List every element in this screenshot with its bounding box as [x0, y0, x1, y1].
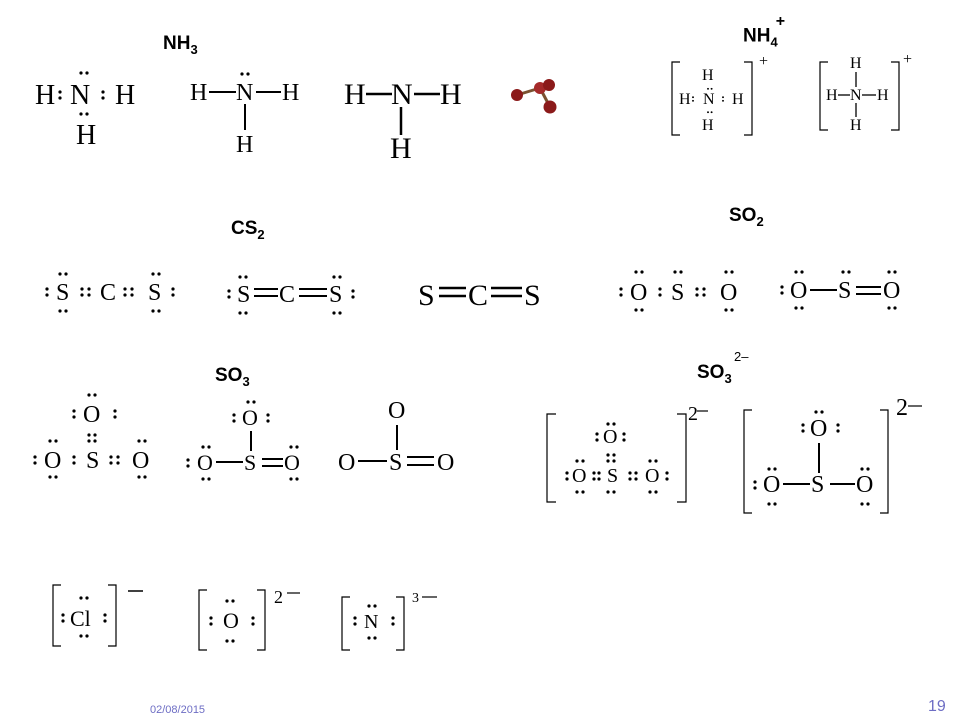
svg-text:+: + [759, 53, 768, 70]
label-nh3: NH3 [163, 33, 198, 57]
svg-text:O: O [284, 450, 300, 475]
svg-text:O: O [810, 416, 827, 442]
svg-text:3: 3 [412, 591, 419, 606]
svg-text:+: + [903, 51, 912, 68]
svg-text:Cl: Cl [70, 606, 91, 631]
nh4-line-structure: + H H N H H [819, 51, 912, 134]
so2-dot-structure: O S O [619, 270, 737, 312]
so3-line-structure: O O S O [338, 398, 454, 476]
svg-text:S: S [607, 465, 618, 487]
nh3-dot-structure: H N H H [35, 71, 135, 151]
atom-n: N [236, 80, 253, 106]
so3-dot-structure: O O S O [33, 393, 149, 479]
label-nh4: NH4+ [743, 13, 786, 50]
svg-text:H: H [732, 91, 744, 108]
atom-n: N [391, 78, 413, 111]
atom-h: H [440, 78, 462, 111]
svg-text:C: C [279, 282, 295, 308]
label-so3: SO3 [215, 365, 250, 389]
atom-h: H [190, 80, 207, 106]
svg-text:H: H [679, 91, 691, 108]
svg-text:S: S [389, 450, 402, 476]
page-number: 19 [928, 698, 946, 715]
svg-text:H: H [850, 117, 862, 134]
svg-text:O: O [242, 405, 258, 430]
label-cs2: CS2 [231, 218, 265, 242]
svg-text:N: N [703, 91, 715, 108]
svg-text:O: O [720, 280, 737, 306]
cs2-line-structure: S C S [418, 279, 541, 312]
svg-text:S: S [811, 472, 824, 498]
svg-text:S: S [838, 278, 851, 304]
label-so3-ion: SO3 2– [697, 349, 749, 386]
so3-line-dots: O O S O [186, 400, 300, 481]
svg-text:2: 2 [274, 587, 283, 607]
svg-text:O: O [763, 472, 780, 498]
so3-ion-line-structure: 2 O O S O [743, 395, 922, 514]
svg-text:H: H [702, 117, 714, 134]
svg-text:C: C [468, 279, 488, 312]
svg-text:O: O [572, 465, 586, 487]
svg-text:O: O [883, 278, 900, 304]
atom-h: H [35, 80, 55, 111]
nh3-ball-model [511, 79, 557, 114]
svg-text:O: O [197, 450, 213, 475]
nh4-dot-structure: + H H N H H [671, 53, 768, 136]
svg-text:O: O [132, 448, 149, 474]
svg-text:S: S [244, 450, 256, 475]
svg-text:S: S [329, 282, 342, 308]
svg-text:H: H [850, 55, 862, 72]
svg-text:S: S [671, 280, 684, 306]
svg-text:O: O [223, 608, 239, 633]
svg-text:O: O [630, 280, 647, 306]
svg-text:O: O [645, 465, 659, 487]
svg-text:O: O [83, 402, 100, 428]
svg-text:H: H [826, 87, 838, 104]
so2-line-dots: O S O [780, 270, 900, 310]
atom-h: H [76, 120, 96, 151]
svg-text:O: O [790, 278, 807, 304]
nh3-line-structure-large: H N H H [344, 78, 462, 165]
svg-text:S: S [524, 279, 541, 312]
atom-h: H [236, 132, 253, 158]
cs2-dot-structure: S C S [45, 272, 175, 313]
svg-text:S: S [237, 282, 250, 308]
svg-text:O: O [603, 426, 617, 448]
svg-text:H: H [877, 87, 889, 104]
svg-text:O: O [856, 472, 873, 498]
svg-text:S: S [56, 280, 69, 306]
chloride-ion: Cl [52, 584, 143, 647]
nh3-line-structure-small: H N H H [190, 72, 299, 158]
svg-text:H: H [702, 67, 714, 84]
svg-text:O: O [388, 398, 405, 424]
svg-text:2: 2 [688, 403, 698, 425]
oxide-ion: 2 O [198, 587, 300, 651]
svg-text:N: N [850, 87, 862, 104]
svg-text:O: O [437, 450, 454, 476]
svg-text:O: O [44, 448, 61, 474]
svg-text:S: S [418, 279, 435, 312]
atom-n: N [70, 80, 90, 111]
svg-text:S: S [86, 448, 99, 474]
cs2-double-bond-dots: S C S [227, 275, 355, 315]
svg-text:N: N [364, 611, 378, 633]
footer-date: 02/08/2015 [150, 704, 206, 716]
so3-ion-dot-structure: 2 O O S O [546, 403, 708, 503]
svg-text:C: C [100, 280, 116, 306]
nitride-ion: 3 N [341, 591, 437, 651]
svg-text:S: S [148, 280, 161, 306]
svg-text:2: 2 [896, 395, 908, 421]
atom-h: H [344, 78, 366, 111]
svg-text:O: O [338, 450, 355, 476]
atom-h: H [282, 80, 299, 106]
atom-h: H [115, 80, 135, 111]
label-so2: SO2 [729, 205, 764, 229]
atom-h: H [390, 132, 412, 165]
